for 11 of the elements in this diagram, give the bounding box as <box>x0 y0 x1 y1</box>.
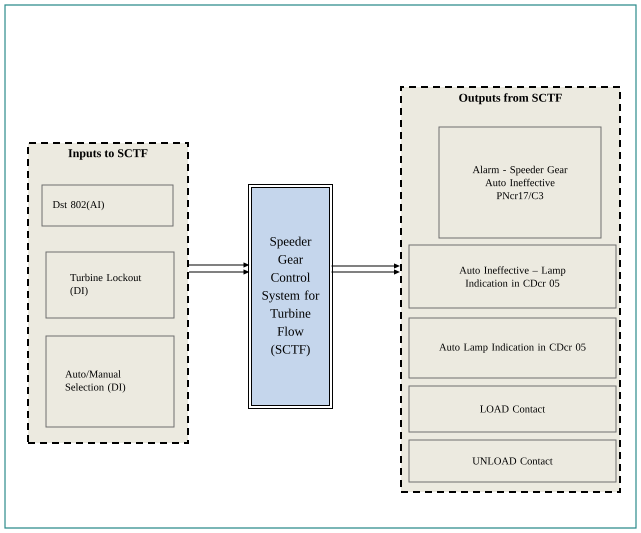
output-box: LOAD Contact <box>408 386 616 432</box>
group-heading: Inputs to SCTF <box>68 149 148 160</box>
process-box: Speeder Gear Control System for Turbine Flow (SCTF) <box>248 184 333 409</box>
output-box: UNLOAD Contact <box>408 440 616 482</box>
group-heading: Outputs from SCTF <box>459 93 562 104</box>
output-box: Auto Ineffective – Lamp Indication in CDcr 05 <box>408 244 616 308</box>
output-box: Alarm - Speeder Gear Auto Ineffective PNcr17/C3 <box>438 126 602 238</box>
output-box: Auto Lamp Indication in CDcr 05 <box>408 318 616 378</box>
input-box: Turbine Lockout (DI) <box>46 252 174 318</box>
input-box: Dst 802(AI) <box>42 184 174 226</box>
input-box: Auto/Manual Selection (DI) <box>46 336 174 428</box>
